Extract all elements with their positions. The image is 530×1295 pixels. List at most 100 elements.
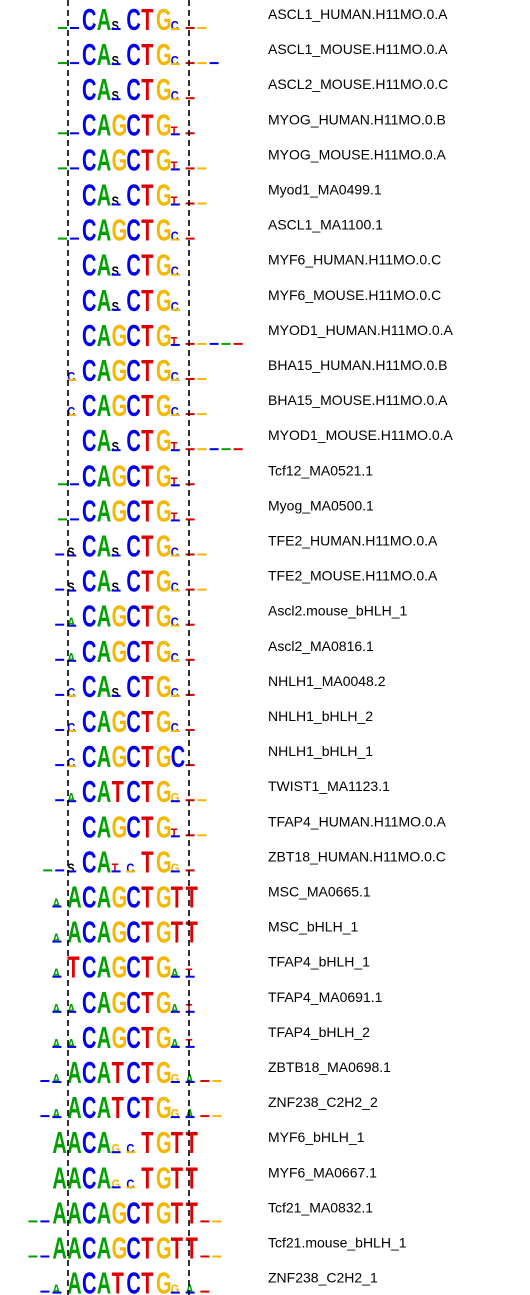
logo-letter-a: A [52,896,60,911]
logo-letter-a: A [97,879,112,915]
logo-letter-a: A [67,650,75,665]
logo-letter-g: G [112,598,128,634]
logo-letter-t: T [171,334,178,349]
logo-letter-a: A [97,493,112,529]
logo-letter-c: C [171,580,179,595]
logo-letter-g: G [112,1019,128,1055]
logo-letter-a: A [97,1230,112,1266]
flank-position-mark [185,132,195,135]
logo-letter-a: A [171,966,179,981]
flank-position-mark [70,237,79,240]
logo-letter-t: T [171,825,178,840]
logo-letter-t: T [141,247,153,283]
minor-letter-mark [185,1291,195,1294]
motif-name-label: MYF6_MOUSE.H11MO.0.C [268,287,441,303]
logo-letter-c: C [126,563,141,599]
flank-position-mark [212,1255,222,1258]
logo-letter-c: C [126,809,141,845]
logo-letter-c: C [82,142,97,178]
logo-letter-g: G [156,37,172,73]
logo-letter-g: G [156,177,172,213]
logo-letter-t: T [141,1090,153,1126]
logo-letter-t: T [141,388,153,424]
flank-position-mark [200,1220,210,1223]
logo-letter-a: A [97,844,112,880]
logo-letter-c: C [82,528,97,564]
motif-name-label: TFAP4_bHLH_2 [268,1024,370,1040]
minor-letter-mark [67,659,77,662]
logo-letter-g: G [112,1230,128,1266]
logo-letter-g: G [156,1090,172,1126]
minor-letter-mark [67,589,77,592]
logo-letter-t: T [112,774,124,810]
minor-letter-mark [67,624,77,627]
logo-letter-g: G [171,1282,180,1295]
logo-letter-g: G [112,949,128,985]
minor-letter-mark [170,273,180,276]
minor-letter-mark [111,449,121,452]
flank-position-mark [197,167,207,170]
logo-letter-g: G [156,739,172,775]
logo-letter-a: A [97,563,112,599]
flank-position-mark [58,132,67,135]
logo-letter-g: G [171,860,180,875]
logo-letter-t: T [141,458,153,494]
logo-letter-t: T [171,158,178,173]
minor-letter-mark [170,975,180,978]
logo-letter-t: T [141,739,153,775]
minor-letter-mark [111,1186,121,1189]
flank-position-mark [185,623,195,626]
logo-letter-t: T [141,72,153,108]
flank-position-mark [55,553,65,556]
logo-letter-a: A [67,879,82,915]
logo-letter-g: G [156,107,172,143]
logo-letter-s: S [67,860,74,875]
logo-letter-a: A [97,809,112,845]
logo-letter-c: C [82,1054,97,1090]
logo-letter-g: G [112,809,128,845]
minor-letter-mark [170,343,180,346]
minor-letter-mark [67,870,77,873]
minor-letter-mark [170,694,180,697]
logo-letter-s: S [112,685,119,700]
logo-letter-g: G [156,774,172,810]
logo-letter-t: T [171,1125,183,1161]
minor-letter-mark [170,870,180,873]
motif-name-label: NHLH1_MA0048.2 [268,673,386,689]
logo-letter-a: A [97,423,112,459]
logo-letter-t: T [141,949,153,985]
motif-name-label: MYF6_HUMAN.H11MO.0.C [268,252,441,268]
logo-letter-a: A [67,615,75,630]
logo-letter-a: A [97,458,112,494]
logo-letter-t: T [141,1,153,37]
logo-letter-c: C [67,755,75,770]
motif-name-label: ZNF238_C2H2_2 [268,1094,378,1110]
logo-letter-g: G [112,212,128,248]
flank-position-mark [197,413,207,416]
flank-position-mark [197,799,207,802]
logo-letter-c: C [82,1019,97,1055]
logo-letter-t: T [141,809,153,845]
logo-letter-g: G [156,458,172,494]
minor-letter-mark [111,1151,121,1154]
motif-name-label: ZBT18_HUMAN.H11MO.0.C [268,848,446,864]
logo-letter-c: C [82,1090,97,1126]
minor-letter-mark [170,63,180,66]
flank-position-mark [185,378,195,380]
logo-letter-g: G [156,72,172,108]
logo-letter-a: A [97,1125,112,1161]
logo-letter-t: T [186,1001,193,1016]
logo-letter-c: C [126,914,141,950]
flank-position-mark [185,658,195,661]
